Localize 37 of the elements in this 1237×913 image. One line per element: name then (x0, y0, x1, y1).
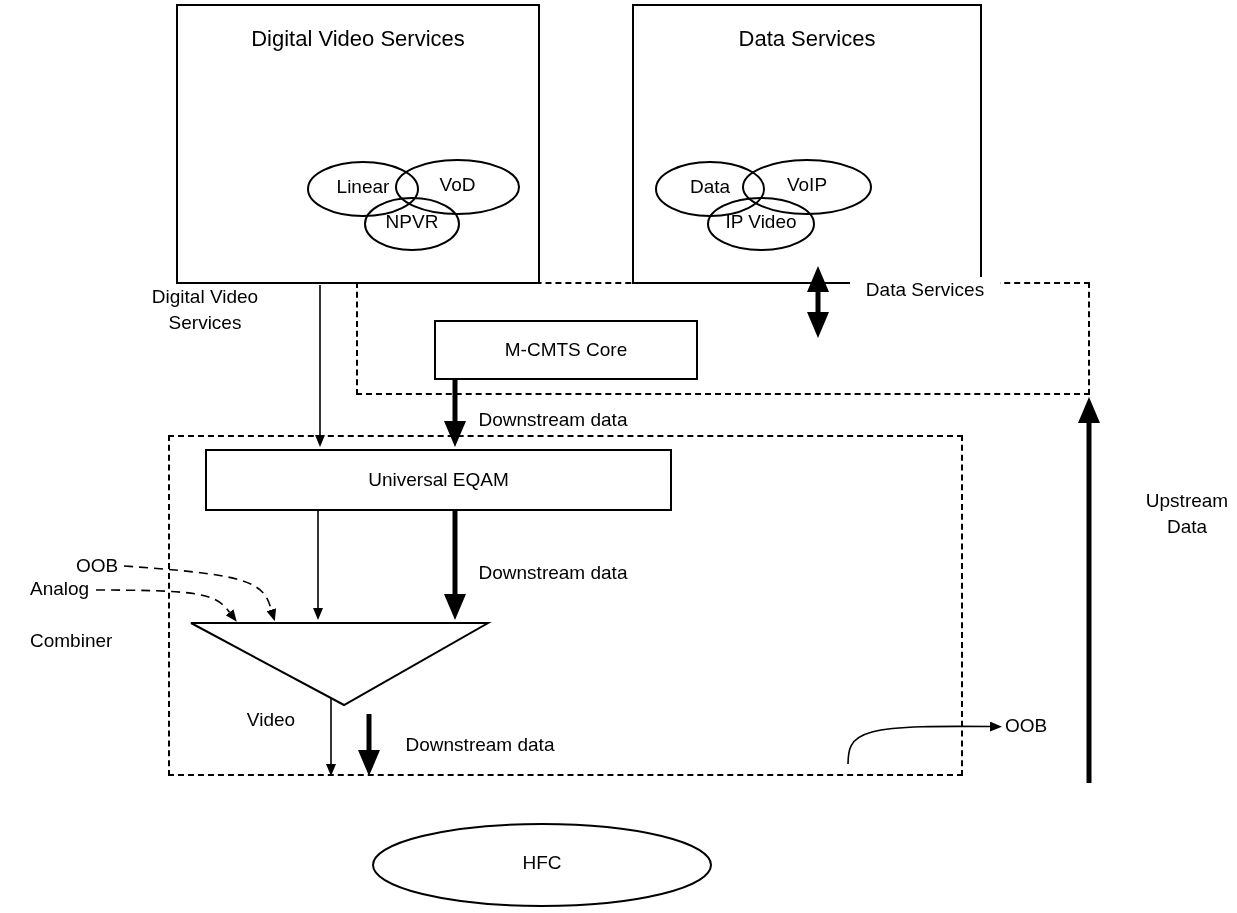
combiner-triangle (190, 622, 489, 706)
service-ellipse (364, 197, 460, 251)
box-title: Digital Video Services (250, 28, 466, 50)
node-label: Universal EQAM (367, 469, 510, 491)
arrow (1078, 397, 1100, 783)
arrow (326, 697, 336, 776)
part-label: Combiner (30, 630, 113, 652)
arrow (95, 589, 237, 622)
arrow (847, 721, 1002, 765)
node-label: VoD (438, 174, 477, 196)
node-label: Data (688, 176, 732, 198)
arrow (313, 509, 323, 620)
hfc-ellipse (372, 823, 712, 907)
box-title: Data Services (737, 28, 877, 50)
arrow (807, 266, 829, 338)
signal-label: OOB (76, 552, 122, 576)
service-box (176, 4, 540, 284)
signal-label: Analog (30, 575, 94, 601)
process-box (205, 449, 672, 511)
signal-label: OOB (1005, 712, 1075, 740)
arrow (123, 565, 277, 622)
node-label: IP Video (724, 211, 798, 233)
service-ellipse (707, 197, 815, 251)
arrow (358, 714, 380, 776)
node-label: Linear (335, 176, 391, 198)
service-ellipse (742, 159, 872, 215)
node-label: NPVR (384, 211, 440, 233)
node-label: VoIP (785, 174, 829, 196)
service-ellipse (395, 159, 520, 215)
node-label: M-CMTS Core (503, 339, 629, 361)
arrow (444, 510, 466, 620)
process-box (434, 320, 698, 380)
node-label: HFC (521, 852, 563, 874)
service-ellipse (307, 161, 419, 217)
service-ellipse (655, 161, 765, 217)
arrow (315, 284, 325, 447)
arrow (444, 379, 466, 447)
